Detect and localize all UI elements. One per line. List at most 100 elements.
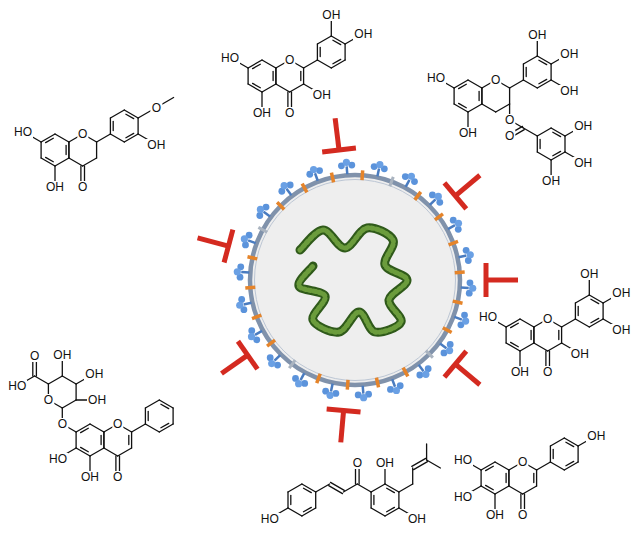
inhibition-stem bbox=[221, 355, 247, 373]
bond-line bbox=[551, 152, 565, 160]
atom-label: O bbox=[542, 313, 553, 325]
membrane-protein bbox=[245, 286, 255, 290]
atom-label: O bbox=[517, 456, 528, 468]
bond-line bbox=[172, 408, 173, 424]
inhibition-stem bbox=[341, 411, 344, 443]
bond-line bbox=[320, 48, 321, 57]
atom-label: OH bbox=[573, 120, 593, 132]
spike-head bbox=[327, 392, 334, 399]
spike-head bbox=[402, 173, 409, 180]
bond-line bbox=[262, 60, 276, 68]
bond-line bbox=[454, 104, 468, 112]
bond-line bbox=[288, 508, 302, 516]
bond-line bbox=[316, 484, 330, 492]
spike-stalk bbox=[244, 303, 252, 305]
bond-line bbox=[537, 128, 551, 136]
inhibition-stem bbox=[335, 118, 339, 150]
bond-line bbox=[399, 484, 413, 492]
bond-line bbox=[520, 343, 534, 351]
inhibition-stem bbox=[198, 238, 229, 246]
membrane-protein bbox=[247, 257, 257, 259]
bond-line bbox=[537, 136, 538, 152]
bond-line bbox=[505, 327, 506, 343]
bond-line bbox=[519, 351, 520, 367]
membrane-protein bbox=[346, 380, 350, 390]
membrane-protein bbox=[415, 192, 421, 200]
membrane-protein bbox=[252, 315, 261, 319]
atom-label: OH bbox=[510, 366, 530, 378]
atom-label: O bbox=[112, 471, 123, 483]
bond-line bbox=[36, 360, 37, 376]
spike-head bbox=[447, 341, 454, 348]
atom-label: OH bbox=[541, 175, 561, 187]
bond-line bbox=[398, 492, 399, 508]
bond-line bbox=[496, 104, 510, 112]
spike-stalk bbox=[361, 386, 364, 394]
atom-label: OH bbox=[84, 368, 104, 380]
bond-line bbox=[145, 408, 146, 424]
bond-line bbox=[511, 342, 519, 346]
bond-line bbox=[481, 88, 482, 104]
spike-head bbox=[234, 268, 241, 275]
membrane-protein bbox=[302, 184, 307, 193]
spike-head bbox=[241, 235, 248, 242]
bond-line bbox=[97, 134, 111, 142]
atom-label: O bbox=[542, 366, 553, 378]
bond-line bbox=[589, 295, 603, 303]
bond-line bbox=[537, 80, 551, 88]
atom-label: O bbox=[352, 457, 363, 469]
atom-label: HO bbox=[220, 52, 240, 64]
bond-line bbox=[530, 331, 531, 340]
atom-label: OH bbox=[80, 471, 100, 483]
bond-line bbox=[84, 166, 85, 182]
bond-line bbox=[115, 456, 116, 472]
bond-line bbox=[76, 448, 90, 456]
bond-line bbox=[253, 83, 261, 87]
bond-line bbox=[62, 400, 76, 408]
bond-line bbox=[537, 462, 551, 470]
bond-line bbox=[520, 319, 534, 327]
bond-line bbox=[459, 84, 467, 88]
spike-stalk bbox=[454, 317, 462, 320]
membrane-protein bbox=[443, 328, 452, 333]
bond-line bbox=[468, 104, 482, 112]
inhibition-bar bbox=[322, 148, 356, 152]
spike-head bbox=[267, 354, 274, 361]
inhibition-bar bbox=[224, 230, 233, 263]
bond-line bbox=[534, 343, 548, 351]
spike-stalk bbox=[377, 169, 379, 177]
bond-line bbox=[454, 80, 468, 88]
bond-line bbox=[357, 484, 371, 492]
bond-line bbox=[41, 134, 55, 142]
bond-line bbox=[385, 508, 399, 516]
spike-stalk bbox=[301, 373, 305, 380]
bond-line bbox=[564, 462, 578, 470]
bond-line bbox=[509, 486, 523, 494]
bond-line bbox=[387, 488, 395, 492]
bond-line bbox=[575, 319, 589, 327]
atom-label: O bbox=[43, 394, 54, 406]
bond-line bbox=[161, 404, 169, 408]
inhibition-bar bbox=[484, 263, 489, 297]
bond-line bbox=[481, 88, 482, 104]
bond-line bbox=[247, 68, 248, 84]
spike-head bbox=[287, 182, 294, 189]
bond-line bbox=[333, 59, 341, 63]
inhibition-bar bbox=[444, 351, 466, 377]
spike-stalk bbox=[345, 166, 348, 174]
spike-stalk bbox=[440, 343, 446, 348]
bond-line bbox=[329, 486, 343, 494]
atom-label: OH bbox=[252, 107, 272, 119]
spike-head bbox=[461, 312, 468, 319]
bond-line bbox=[317, 36, 331, 44]
bond-line bbox=[304, 507, 312, 511]
spike-head bbox=[360, 394, 367, 401]
spike-head bbox=[248, 327, 255, 334]
spike-head bbox=[408, 173, 415, 180]
bond-line bbox=[46, 138, 54, 142]
bond-line bbox=[62, 376, 76, 384]
spike-stalk bbox=[406, 180, 410, 187]
bond-line bbox=[550, 438, 564, 446]
bond-line bbox=[131, 432, 132, 448]
